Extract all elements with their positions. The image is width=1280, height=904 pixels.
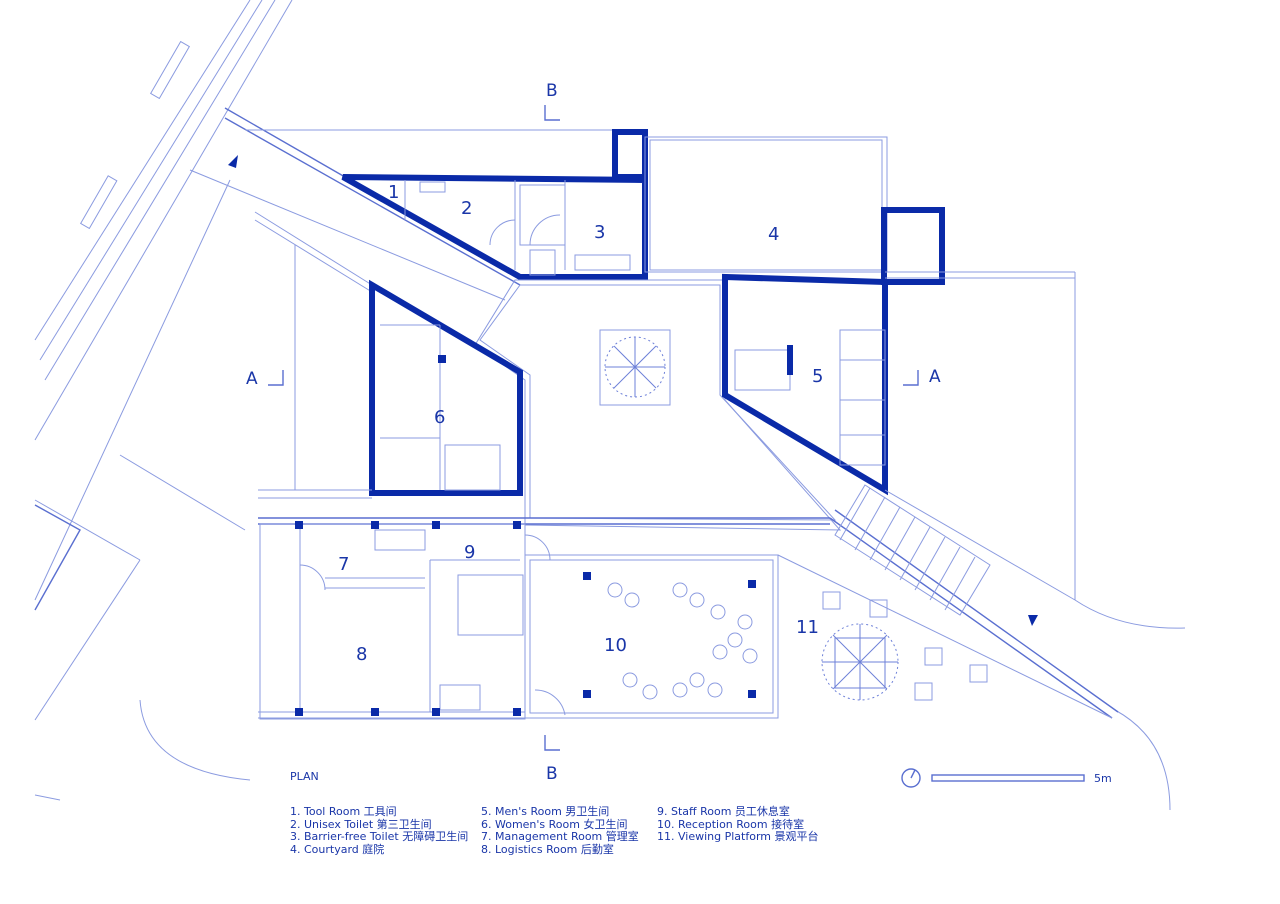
top-block [341, 129, 648, 280]
plan-title: PLAN [290, 770, 319, 783]
section-b-bottom: B [546, 764, 558, 784]
road-lines [34, 0, 1186, 811]
bottom-block [258, 517, 830, 720]
legend-item: 4. Courtyard 庭院 [290, 842, 385, 856]
room-11-label: 11 [796, 617, 819, 638]
section-marks: B B A A [246, 81, 941, 784]
room-10-label: 10 [604, 635, 627, 656]
north-arrow-icon [901, 768, 921, 788]
upper-ramp [189, 107, 615, 490]
stair-platform [777, 484, 1119, 719]
scale-label: 5m [1094, 772, 1112, 785]
room-8-label: 8 [356, 644, 367, 665]
legend-item: 11. Viewing Platform 景观平台 [657, 830, 819, 843]
legend-col-2: 5. Men's Room 男卫生间 6. Women's Room 女卫生间 … [481, 805, 639, 856]
tree-icon [821, 623, 899, 701]
legend-item: 5. Men's Room 男卫生间 [481, 805, 610, 818]
legend-item: 6. Women's Room 女卫生间 [481, 817, 628, 831]
legend-item: 7. Management Room 管理室 [481, 830, 639, 843]
section-a-left: A [246, 369, 258, 389]
room-7-label: 7 [338, 554, 349, 575]
room-1-label: 1 [388, 182, 399, 203]
legend-col-1: 1. Tool Room 工具间 2. Unisex Toilet 第三卫生间 … [290, 805, 469, 856]
room-labels: 1 2 3 4 5 6 7 9 8 10 11 [338, 182, 823, 665]
section-b-top: B [546, 81, 558, 101]
scale-bar [931, 774, 1085, 782]
womens-room [258, 279, 523, 499]
arrow-icon [228, 155, 238, 168]
central-courtyard [474, 279, 842, 531]
legend-item: 2. Unisex Toilet 第三卫生间 [290, 817, 432, 831]
room-9-label: 9 [464, 542, 475, 563]
room-6-label: 6 [434, 407, 445, 428]
room-4-label: 4 [768, 224, 779, 245]
legend-item: 10. Reception Room 接待室 [657, 817, 805, 831]
courtyard [644, 136, 945, 285]
room-2-label: 2 [461, 198, 472, 219]
chairs [607, 582, 758, 700]
tree-icon [604, 336, 666, 398]
mens-room [722, 271, 1076, 600]
legend-item: 1. Tool Room 工具间 [290, 805, 397, 818]
legend-item: 9. Staff Room 员工休息室 [657, 805, 790, 818]
arrow-icon [1028, 615, 1038, 626]
room-5-label: 5 [812, 366, 823, 387]
legend-item: 8. Logistics Room 后勤室 [481, 842, 614, 856]
legend-item: 3. Barrier-free Toilet 无障碍卫生间 [290, 830, 469, 843]
section-a-right: A [929, 367, 941, 387]
legend-col-3: 9. Staff Room 员工休息室 10. Reception Room 接… [657, 805, 819, 844]
room-3-label: 3 [594, 222, 605, 243]
